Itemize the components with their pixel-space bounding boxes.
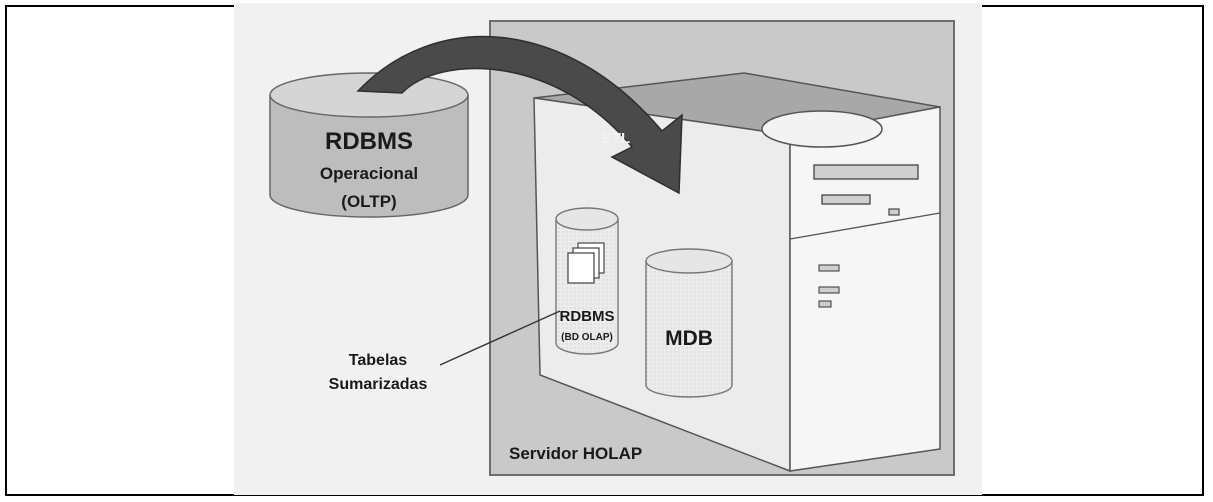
front-divider xyxy=(789,212,941,240)
holap-diagram: RDBMS Operacional (OLTP) ETL RDBMS (BD O… xyxy=(234,3,982,495)
source-db-title: RDBMS xyxy=(325,128,413,155)
drive-bay-2 xyxy=(821,194,871,205)
source-db-line1: Operacional xyxy=(320,164,418,183)
summary-tables-icon xyxy=(567,242,605,284)
summary-label-line2: Sumarizadas xyxy=(329,376,428,393)
mdb-cylinder xyxy=(645,248,733,398)
summary-pointer-line xyxy=(439,310,561,366)
slot-2 xyxy=(818,286,840,294)
slot-1 xyxy=(818,264,840,272)
drive-bay-1 xyxy=(813,164,919,180)
mdb-label: MDB xyxy=(665,327,713,350)
olap-db-title: RDBMS xyxy=(560,308,615,325)
server-label: Servidor HOLAP xyxy=(509,444,642,463)
etl-label: ETL xyxy=(602,130,630,147)
tower-front xyxy=(789,106,941,472)
source-db-cylinder xyxy=(269,72,469,218)
summary-label-line1: Tabelas xyxy=(349,352,408,369)
source-db-line2: (OLTP) xyxy=(341,192,396,211)
slot-3 xyxy=(818,300,832,308)
tower-top-oval xyxy=(761,110,883,148)
olap-db-subtitle: (BD OLAP) xyxy=(561,332,613,343)
etl-arrow xyxy=(356,35,683,195)
indicator-light xyxy=(888,208,900,216)
